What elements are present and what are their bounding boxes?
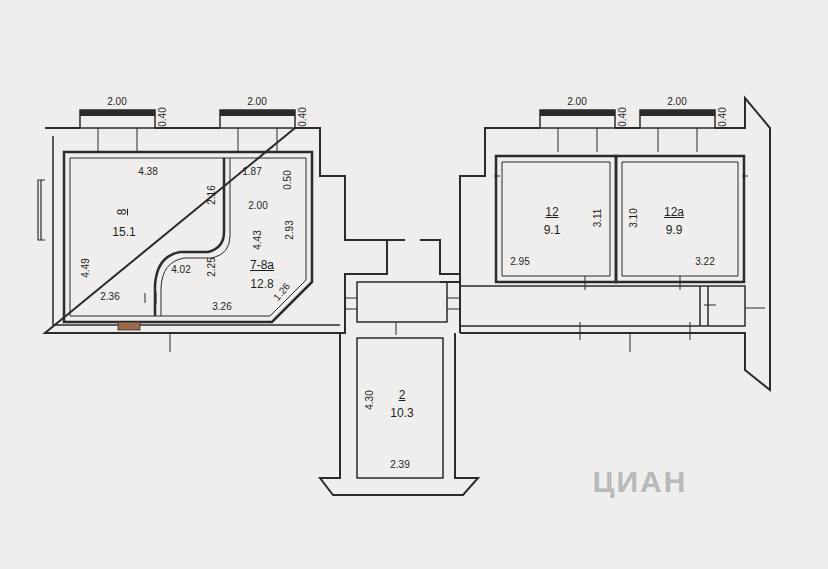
dimension: 1.26 — [272, 281, 292, 302]
dimension: 2.00 — [248, 201, 267, 211]
room-number: 2 — [399, 389, 406, 401]
dimension: 4.30 — [365, 390, 375, 409]
dimension: 2.00 — [247, 97, 266, 107]
room-number: 12а — [664, 206, 684, 218]
room: 815.1 — [72, 160, 222, 314]
dimension: 2.00 — [107, 97, 126, 107]
dimension: 3.22 — [695, 257, 714, 267]
dimension: 4.02 — [171, 265, 190, 275]
room-area: 15.1 — [112, 226, 135, 238]
dimension: 4.38 — [138, 167, 157, 177]
room-area: 10.3 — [390, 407, 413, 419]
dimension: 0.40 — [158, 107, 168, 126]
dimension: 4.43 — [253, 230, 263, 249]
room-number: 8 — [116, 209, 128, 216]
dimension: 0.40 — [298, 107, 308, 126]
dimension: 0.40 — [718, 107, 728, 126]
dimension: 3.10 — [629, 208, 639, 227]
dimension: 0.40 — [618, 107, 628, 126]
room-area: 12.8 — [250, 278, 273, 290]
dimension: 2.36 — [100, 292, 119, 302]
room-number: 7-8а — [250, 259, 274, 271]
dimension: 2.16 — [207, 185, 217, 204]
dimension: 2.00 — [667, 97, 686, 107]
dimension: 1.87 — [242, 167, 261, 177]
dimension: 2.39 — [390, 460, 409, 470]
dimension: 2.95 — [510, 257, 529, 267]
dimension: 2.93 — [285, 220, 295, 239]
dimension: 3.26 — [212, 302, 231, 312]
dimension: 4.49 — [81, 258, 91, 277]
room-area: 9.1 — [544, 224, 561, 236]
room: 12а 9.9 — [624, 164, 736, 274]
dimension: 3.11 — [593, 209, 603, 228]
watermark: ЦИАН — [593, 467, 688, 497]
dimension: 2.25 — [207, 257, 217, 276]
room-area: 9.9 — [666, 224, 683, 236]
dimension: 0.50 — [283, 170, 293, 189]
room-number: 12 — [545, 206, 558, 218]
dimension: 2.00 — [567, 97, 586, 107]
